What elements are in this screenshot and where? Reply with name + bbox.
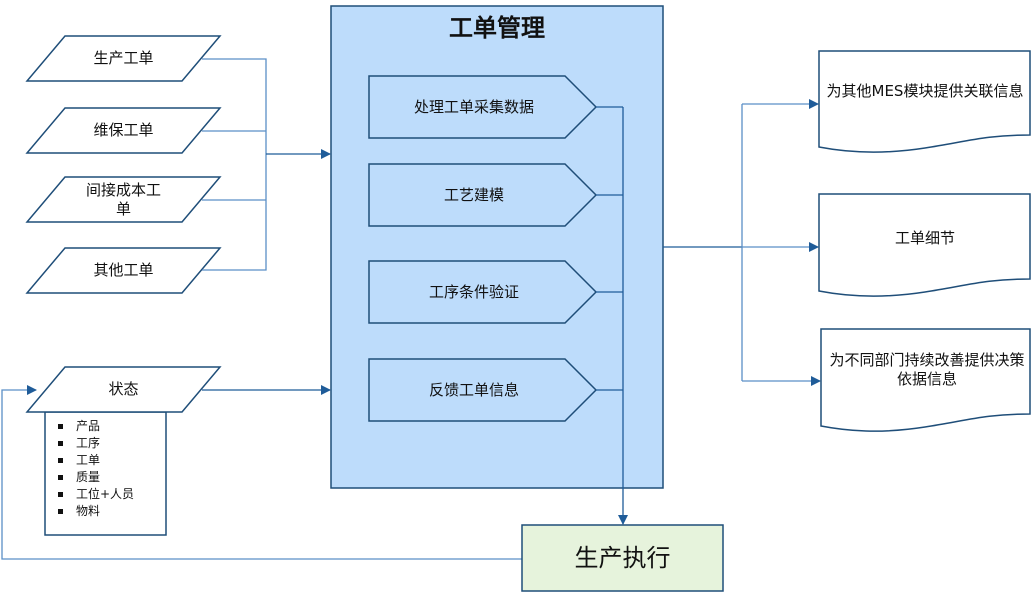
input-shape-production-order	[25, 35, 222, 82]
step-process-data: 处理工单采集数据	[413, 97, 534, 116]
step-connectors	[596, 106, 628, 525]
output-doc-shape-decision-info	[820, 328, 1031, 432]
output-decision-info: 为不同部门持续改善提供决策依据信息	[829, 351, 1025, 388]
status-item: 工位+人员	[52, 486, 134, 503]
output-doc-shape-mes-info	[818, 50, 1031, 153]
input-indirect-cost-order: 间接成本工 单	[85, 180, 161, 218]
main-title: 工单管理	[449, 14, 545, 42]
step-shape-condition-verify	[368, 260, 598, 324]
step-feedback-info: 反馈工单信息	[428, 380, 519, 399]
input-connectors	[202, 58, 331, 271]
feedback-loop-line	[1, 385, 522, 560]
step-shape-process-modeling	[368, 163, 598, 227]
execution-box	[521, 524, 724, 592]
input-production-order: 生产工单	[93, 49, 154, 68]
status-shape	[25, 366, 222, 413]
input-other-order: 其他工单	[93, 261, 154, 280]
step-shape-process-data	[368, 75, 598, 139]
input-shape-indirect-cost-order	[25, 176, 222, 223]
step-condition-verify: 工序条件验证	[428, 282, 519, 301]
input-shape-maintenance-order	[25, 107, 222, 154]
status-item: 产品	[52, 418, 134, 435]
status-item: 工单	[52, 452, 134, 469]
step-process-modeling: 工艺建模	[443, 185, 504, 204]
execution-label: 生产执行	[574, 544, 671, 572]
status-item: 工序	[52, 435, 134, 452]
status-item: 质量	[52, 469, 134, 486]
status-list: 产品 工序 工单 质量 工位+人员 物料	[52, 418, 134, 520]
output-order-detail: 工单细节	[894, 228, 955, 247]
input-shape-other-order	[25, 247, 222, 294]
output-doc-shape-order-detail	[818, 193, 1031, 297]
output-mes-info: 为其他MES模块提供关联信息	[826, 81, 1024, 100]
step-shape-feedback-info	[368, 358, 598, 422]
status-item: 物料	[52, 503, 134, 520]
input-maintenance-order: 维保工单	[93, 121, 154, 140]
output-connectors	[663, 99, 821, 386]
status-label: 状态	[108, 380, 139, 399]
